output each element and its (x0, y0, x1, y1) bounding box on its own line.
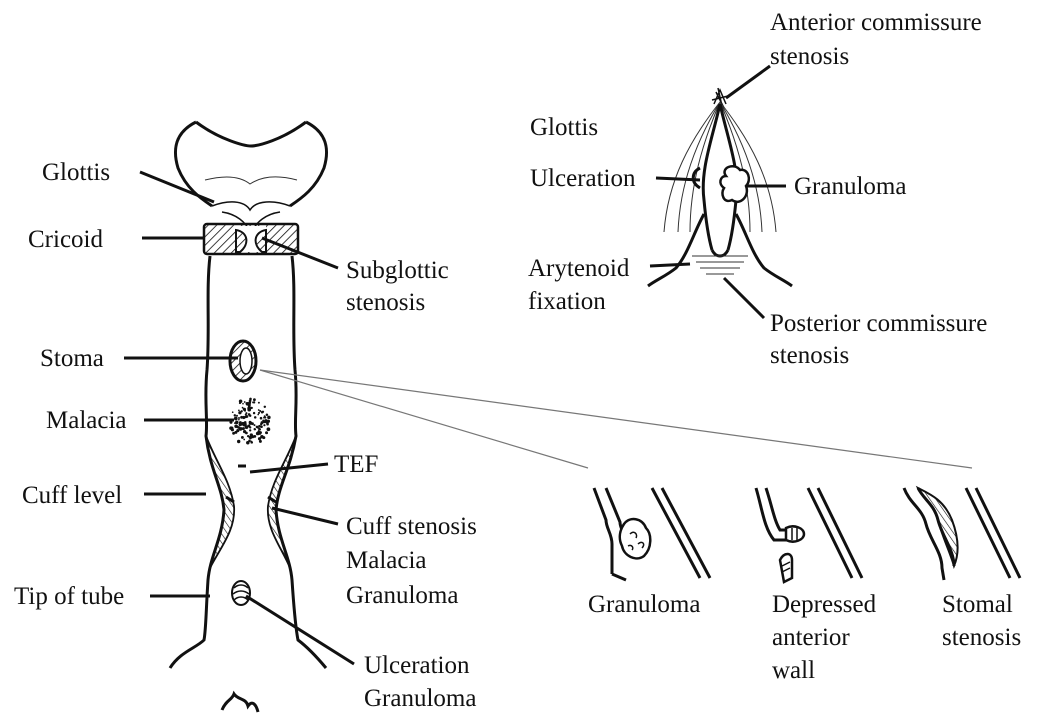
malacia-dots (229, 398, 270, 445)
label-stoma: Stoma (40, 345, 104, 372)
stoma-detail-depressed-wall (756, 488, 862, 582)
label-posterior-1: Posterior commissure (770, 310, 987, 337)
trachea-drawing (170, 122, 327, 712)
glottis-label-group: Anterior commissure stenosis Glottis Ulc… (528, 9, 987, 369)
label-tef: TEF (334, 451, 378, 478)
cuff-stenosis-left (206, 436, 234, 568)
label-detail-depressed-3: wall (772, 657, 815, 684)
label-cuff-stenosis: Cuff stenosis (346, 513, 477, 540)
arytenoid-right (736, 214, 792, 286)
label-arytenoid-1: Arytenoid (528, 255, 630, 282)
label-arytenoid-2: fixation (528, 288, 606, 315)
label-posterior-2: stenosis (770, 342, 849, 369)
label-ulceration: Ulceration (530, 165, 636, 192)
label-detail-stomal-1: Stomal (942, 591, 1013, 618)
label-detail-granuloma: Granuloma (588, 591, 700, 618)
cuff-stenosis-right (268, 436, 296, 568)
label-cuff-malacia: Malacia (346, 547, 427, 574)
granuloma-glottis (720, 166, 749, 202)
label-anterior-2: stenosis (770, 43, 849, 70)
label-tip-of-tube: Tip of tube (14, 583, 124, 610)
label-subglottic-1: Subglottic (346, 257, 449, 284)
label-detail-stomal-2: stenosis (942, 624, 1021, 651)
label-granuloma-top: Granuloma (794, 173, 906, 200)
stoma-detail-stomal-stenosis (904, 488, 1020, 580)
tip-granuloma (232, 581, 250, 605)
label-detail-depressed-2: anterior (772, 624, 850, 651)
vocal-cord-left (703, 104, 720, 250)
label-glottis: Glottis (42, 159, 110, 186)
label-malacia: Malacia (46, 407, 127, 434)
label-glottis-top: Glottis (530, 114, 598, 141)
stoma-detail-label-group: Granuloma Depressed anterior wall Stomal… (588, 591, 1021, 684)
larynx-outline (175, 122, 326, 206)
arytenoid-left (648, 214, 704, 286)
label-detail-depressed-1: Depressed (772, 591, 877, 618)
label-cuff-level: Cuff level (22, 482, 122, 509)
label-cuff-granuloma: Granuloma (346, 582, 458, 609)
label-tip-ulceration: Ulceration (364, 652, 470, 679)
label-subglottic-2: stenosis (346, 289, 425, 316)
stoma-detail-granuloma (594, 488, 710, 580)
label-cricoid: Cricoid (28, 226, 103, 253)
label-tip-granuloma: Granuloma (364, 685, 476, 712)
label-anterior-1: Anterior commissure (770, 9, 982, 36)
trachea-bottom (222, 694, 258, 712)
